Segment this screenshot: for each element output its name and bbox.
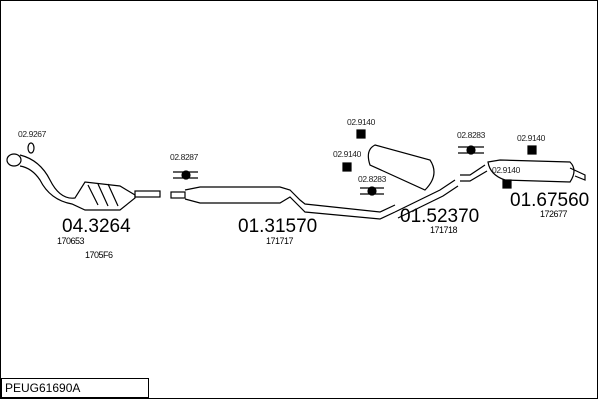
part-number: 01.31570 — [238, 216, 317, 237]
gasket-02-9267-icon — [27, 142, 35, 154]
part-ref: 170653 — [57, 236, 85, 246]
part-ref: 172677 — [540, 209, 568, 219]
diagram-code: PEUG61690A — [1, 378, 149, 398]
accessory-label: 02.9140 — [492, 165, 521, 175]
accessory-label: 02.9267 — [18, 129, 47, 139]
part-number: 04.3264 — [62, 216, 131, 237]
part-ref: 171718 — [430, 225, 458, 235]
catalytic-converter-part[interactable] — [6, 153, 161, 211]
rear-muffler-part[interactable] — [487, 159, 586, 183]
hanger-icon — [342, 162, 352, 172]
accessory-label: 02.9140 — [517, 133, 546, 143]
accessory-label: 02.8283 — [457, 130, 486, 140]
accessory-label: 02.9140 — [333, 149, 362, 159]
middle-muffler-part[interactable] — [170, 186, 396, 220]
part-number: 01.52370 — [400, 206, 479, 227]
clamp-02-8287-icon — [173, 170, 198, 180]
hanger-icon — [502, 179, 512, 189]
accessory-label: 02.9140 — [347, 117, 376, 127]
part-ref: 171717 — [266, 236, 294, 246]
hanger-icon — [356, 129, 366, 139]
part-number: 01.67560 — [510, 190, 589, 211]
front-muffler-part[interactable] — [367, 144, 488, 219]
accessory-label: 02.8283 — [358, 174, 387, 184]
accessory-label: 02.8287 — [170, 152, 199, 162]
clamp-02-8283-icon — [458, 145, 484, 155]
clamp-02-8283-icon — [360, 186, 384, 196]
part-ref: 1705F6 — [85, 250, 113, 260]
hanger-icon — [527, 145, 537, 155]
